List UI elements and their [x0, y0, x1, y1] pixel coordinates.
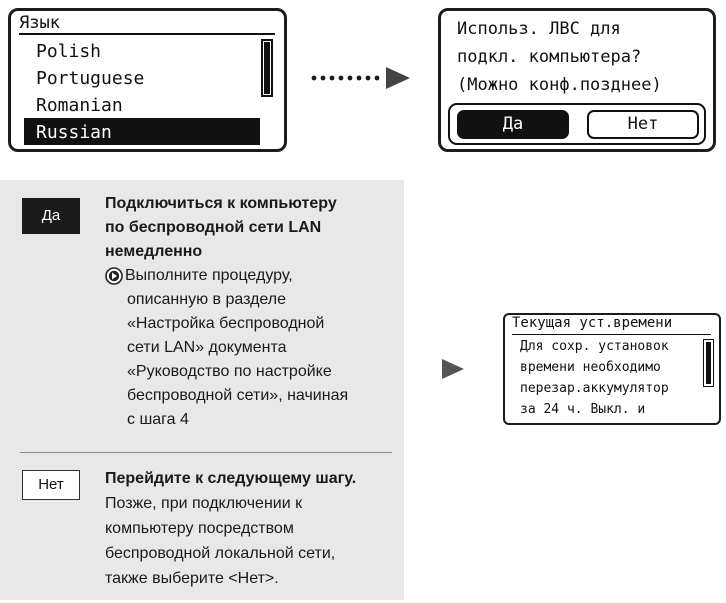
yes-title-line: по беспроводной сети LAN [105, 219, 322, 236]
yes-step-line: описанную в разделе [127, 291, 286, 308]
scrollbar-thumb[interactable] [706, 342, 711, 384]
yes-title-line: Подключиться к компьютеру [105, 195, 337, 212]
yes-button[interactable]: Да [457, 110, 569, 139]
yes-step-line: сети LAN» документа [127, 339, 287, 356]
yes-step-line: с шага 4 [127, 411, 189, 428]
language-item[interactable]: Polish [36, 41, 102, 62]
yes-title-line: немедленно [105, 243, 203, 260]
yes-step-line: «Настройка беспроводной [127, 315, 325, 332]
lan-question-line: (Можно конф.позднее) [457, 75, 662, 95]
time-screen-line: перезар.аккумулятор [520, 381, 669, 396]
language-item[interactable]: Romanian [36, 95, 123, 116]
instruction-panel [0, 180, 404, 600]
language-item[interactable]: Portuguese [36, 68, 145, 89]
no-body-line: также выберите <Нет>. [105, 570, 279, 587]
time-setting-lcd-screen: Текущая уст.времени Для сохр. установок … [503, 313, 721, 425]
circled-arrow-icon [105, 267, 123, 285]
lan-question-line: Использ. ЛВС для [457, 19, 621, 39]
button-group-frame [448, 103, 706, 145]
no-body-line: Позже, при подключении к [105, 495, 303, 512]
time-screen-title: Текущая уст.времени [512, 315, 673, 331]
time-screen-line: за 24 ч. Выкл. и [520, 402, 646, 417]
lan-question-lcd-screen: Использ. ЛВС для подкл. компьютера? (Мож… [438, 8, 716, 152]
lan-question-line: подкл. компьютера? [457, 47, 642, 67]
no-key: Нет [22, 470, 80, 500]
dotted-right-arrow-icon [311, 67, 410, 89]
yes-instruction-block: Подключиться к компьютеру по беспроводно… [105, 192, 400, 432]
section-divider [20, 452, 392, 453]
yes-step-line: беспроводной сети», начиная [127, 387, 349, 404]
right-triangle-arrow-icon [442, 359, 464, 379]
no-body-line: беспроводной локальной сети, [105, 545, 336, 562]
title-underline [19, 33, 275, 35]
scrollbar-thumb[interactable] [264, 42, 270, 94]
no-title: Перейдите к следующему шагу. [105, 470, 357, 487]
yes-step-line: Выполните процедуру, [125, 267, 293, 284]
no-button[interactable]: Нет [587, 110, 699, 139]
time-screen-line: времени необходимо [520, 360, 661, 375]
selection-highlight [24, 118, 260, 145]
no-body-line: компьютеру посредством [105, 520, 294, 537]
time-screen-line: Для сохр. установок [520, 339, 669, 354]
language-screen-title: Язык [19, 13, 60, 33]
language-item-selected[interactable]: Russian [36, 122, 112, 143]
yes-key: Да [22, 198, 80, 234]
language-lcd-screen: Язык Polish Portuguese Romanian Russian [8, 8, 287, 152]
yes-step-line: «Руководство по настройке [127, 363, 332, 380]
no-instruction-block: Перейдите к следующему шагу. Позже, при … [105, 466, 400, 591]
yes-step: Выполните процедуру, [105, 264, 400, 288]
title-underline [512, 334, 711, 335]
